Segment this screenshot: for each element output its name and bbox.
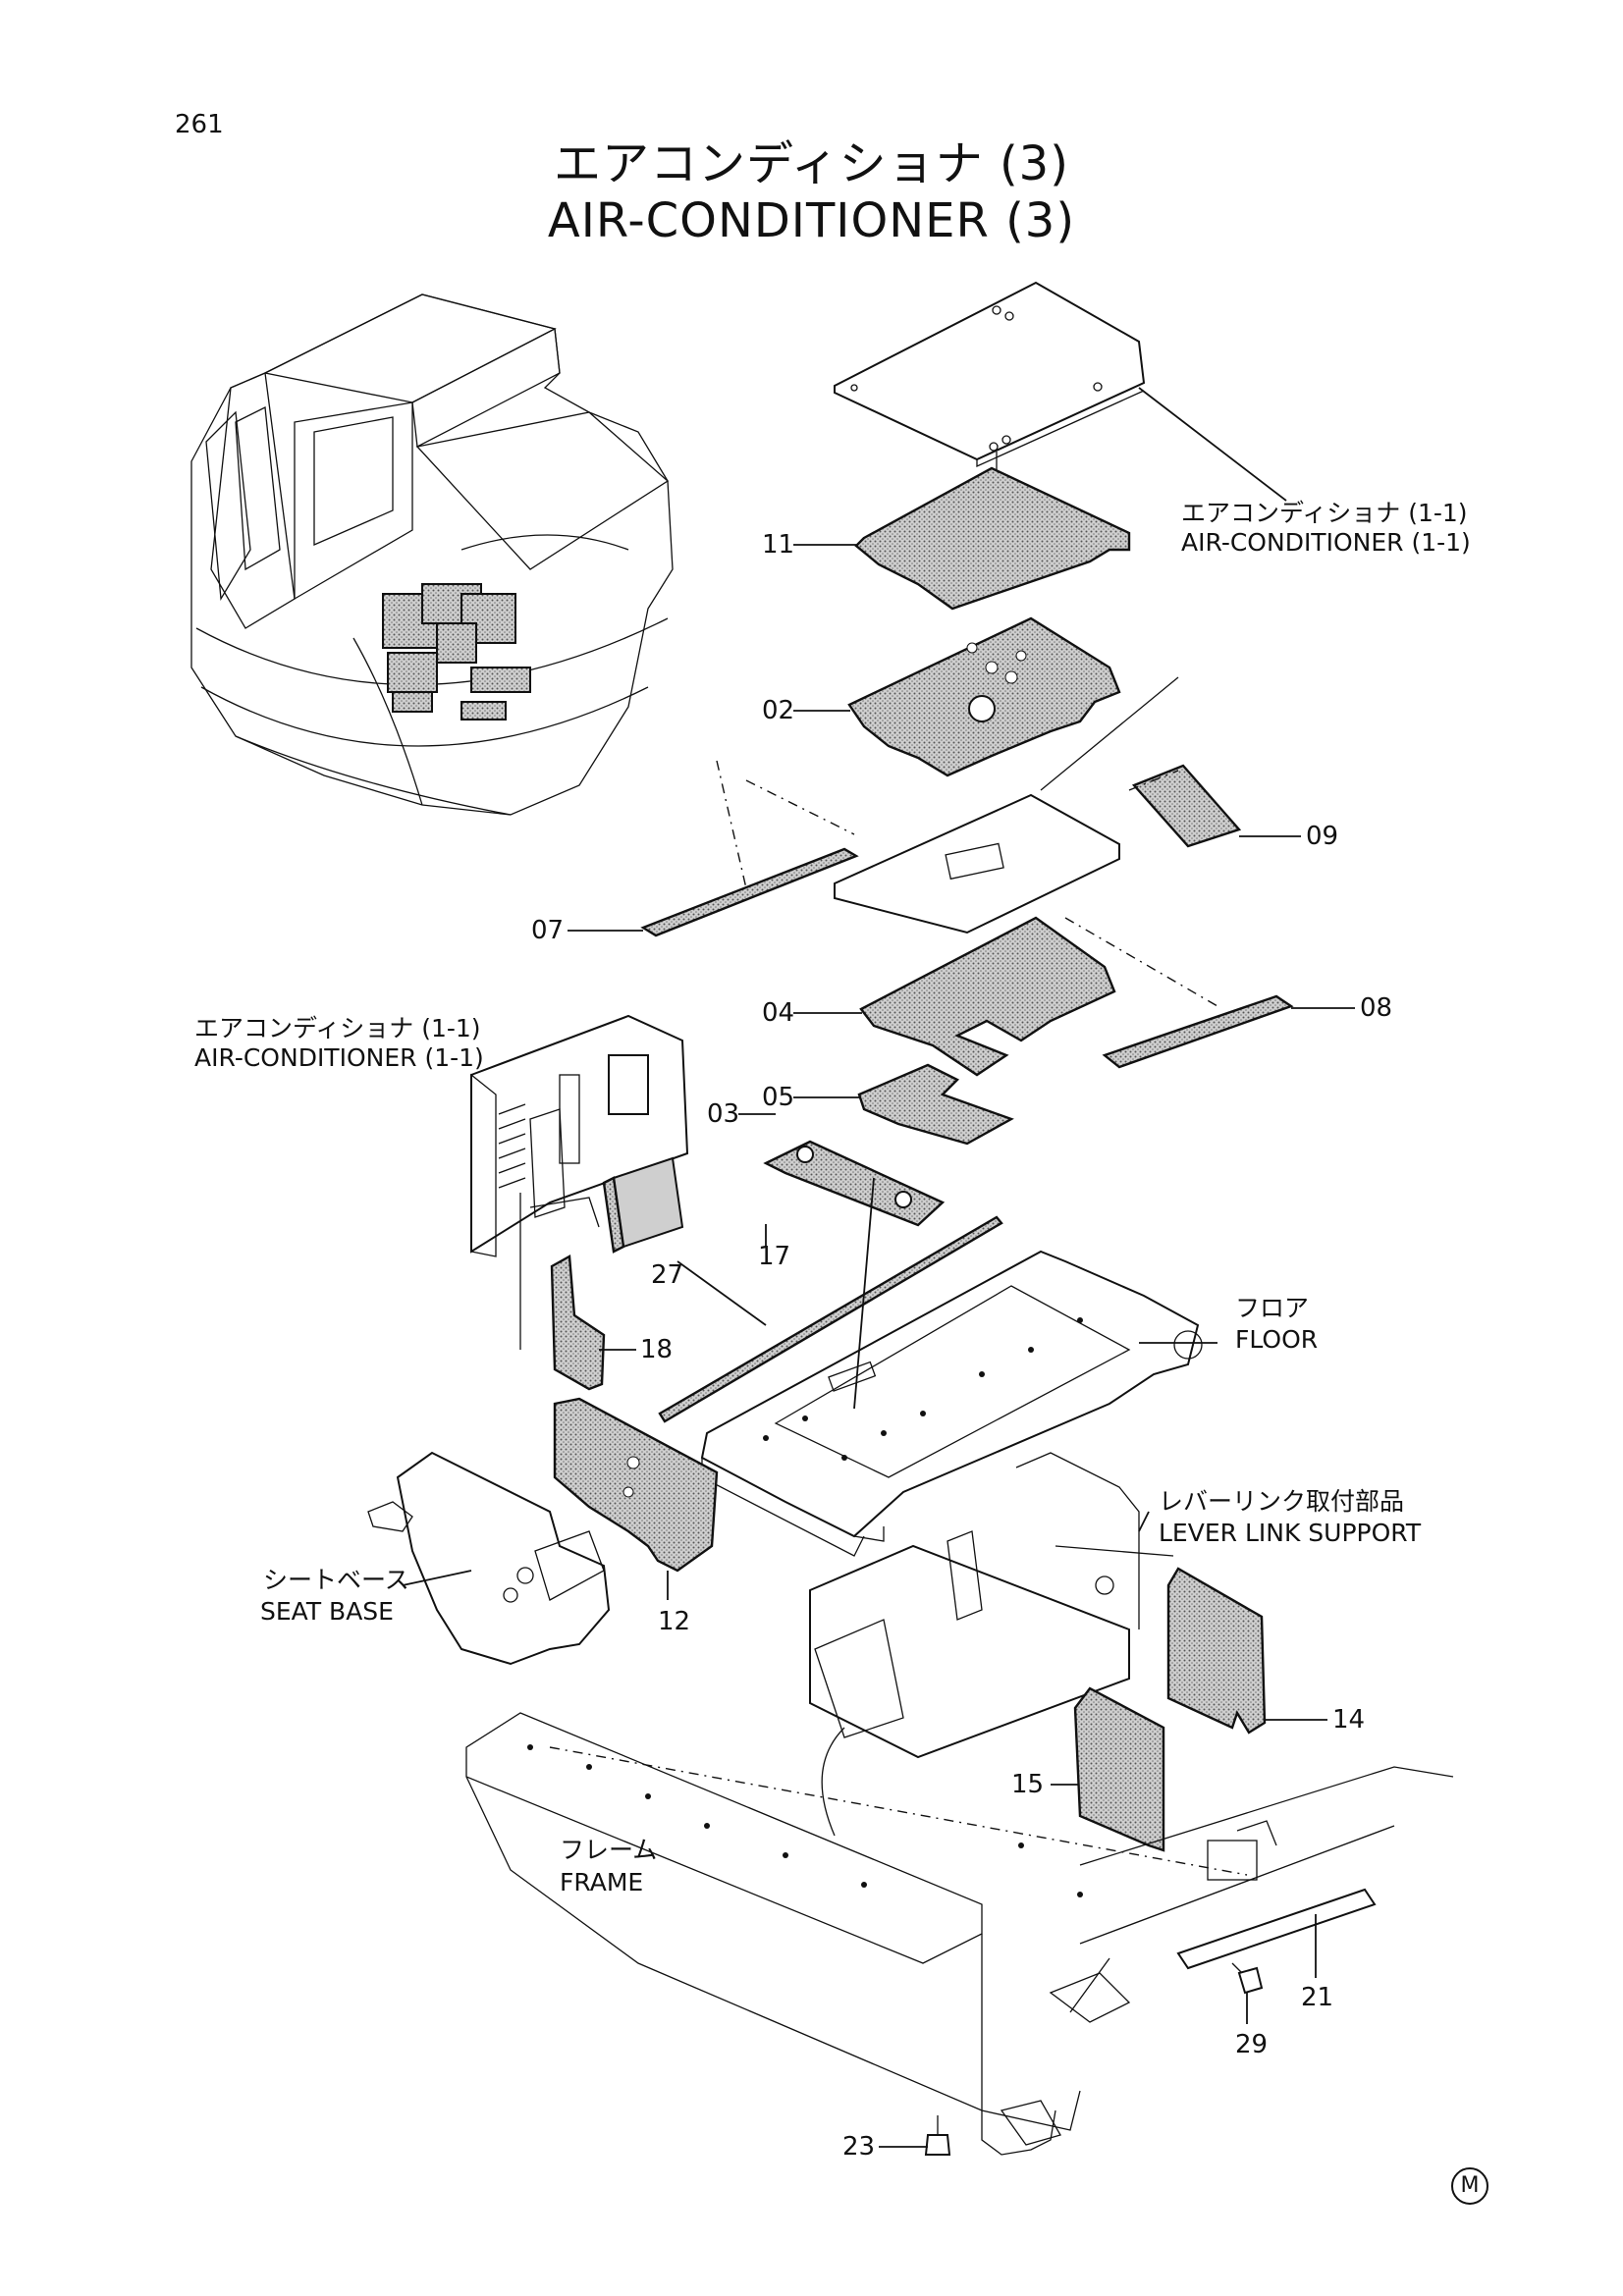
part-11-mat <box>854 466 1131 611</box>
callout-leaders <box>402 544 1355 2148</box>
page-title-en: AIR-CONDITIONER (3) <box>547 193 1076 248</box>
assembly-label-jp: フレーム <box>560 1836 658 1864</box>
part-15-panel <box>1073 1686 1165 1852</box>
callout-21: 21 <box>1301 1983 1334 2012</box>
part-18-panel <box>550 1255 606 1391</box>
frame <box>465 1712 1454 2156</box>
floor-plate <box>700 1250 1203 1557</box>
page-number: 261 <box>175 110 224 139</box>
seat-base <box>367 1451 611 1666</box>
assembly-label-jp: シートベース <box>263 1566 409 1594</box>
callout-23: 23 <box>842 2132 876 2162</box>
assembly-label-en: AIR-CONDITIONER (1-1) <box>194 1043 484 1072</box>
callout-17: 17 <box>758 1242 791 1271</box>
callout-02: 02 <box>762 696 795 725</box>
callout-14: 14 <box>1332 1705 1366 1735</box>
part-09-bar <box>1131 764 1242 848</box>
assembly-label-jp: エアコンディショナ (1-1) <box>194 1014 481 1042</box>
page-title-jp: エアコンディショナ (3) <box>554 136 1069 191</box>
callout-03: 03 <box>707 1099 740 1129</box>
callout-09: 09 <box>1306 822 1339 851</box>
callout-18: 18 <box>640 1335 674 1364</box>
callout-07: 07 <box>531 916 565 945</box>
assembly-label-en: SEAT BASE <box>260 1597 394 1626</box>
part-14-panel <box>1166 1567 1267 1735</box>
assembly-label-jp: レバーリンク取付部品 <box>1159 1487 1405 1516</box>
assembly-label-jp: フロア <box>1235 1294 1310 1322</box>
part-17-strip <box>658 1215 1003 1423</box>
machine-overview-illustration <box>190 294 674 816</box>
assembly-label-en: FLOOR <box>1235 1325 1319 1354</box>
assembly-label-en: AIR-CONDITIONER (1-1) <box>1181 528 1471 557</box>
part-12-panel <box>553 1397 719 1573</box>
top-plate <box>834 281 1287 530</box>
callout-11: 11 <box>762 530 795 560</box>
callout-12: 12 <box>658 1607 691 1636</box>
callout-04: 04 <box>762 998 795 1028</box>
part-05-mat <box>857 1063 1014 1146</box>
lever-link-support <box>809 1452 1174 1759</box>
assembly-label-jp: エアコンディショナ (1-1) <box>1181 499 1468 527</box>
air-conditioner-unit-left <box>470 1014 689 1257</box>
assembly-label-en: LEVER LINK SUPPORT <box>1159 1519 1422 1547</box>
part-27-foam-face <box>602 1176 625 1254</box>
part-03-mat <box>763 1140 946 1227</box>
part-04-mat <box>859 916 1116 1077</box>
part-23-bolt <box>924 2115 951 2156</box>
part-08-bar <box>1102 994 1294 1069</box>
middle-plate <box>834 676 1179 934</box>
part-21-bar <box>1176 1888 1377 1970</box>
model-mark: M <box>1451 2167 1488 2205</box>
callout-08: 08 <box>1360 993 1393 1023</box>
callout-05: 05 <box>762 1083 795 1112</box>
assembly-label-en: FRAME <box>560 1868 644 1896</box>
callout-15: 15 <box>1011 1770 1045 1799</box>
part-07-bar <box>640 847 859 937</box>
callout-27: 27 <box>651 1260 684 1290</box>
part-29-bolt <box>1231 1962 1264 1995</box>
callout-29: 29 <box>1235 2030 1269 2059</box>
